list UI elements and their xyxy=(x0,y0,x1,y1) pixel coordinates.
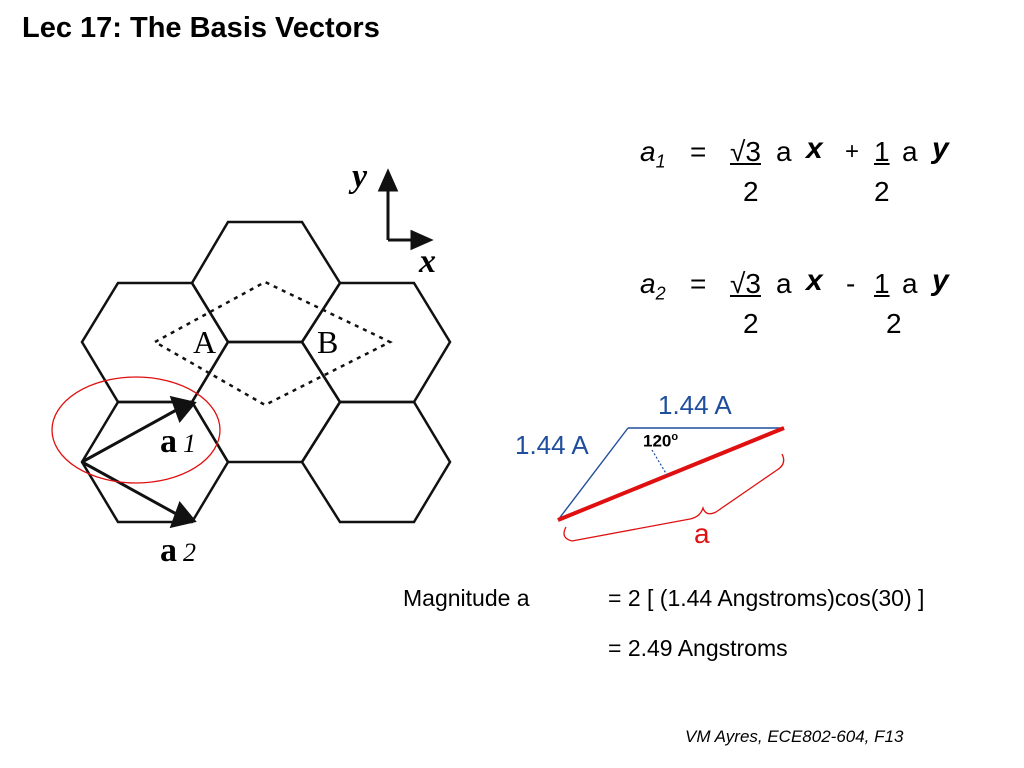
label-B: B xyxy=(317,324,339,360)
eq2-a1: a xyxy=(776,268,792,299)
basis-vectors xyxy=(81,395,197,529)
y-arrowhead xyxy=(377,168,399,192)
hexagon xyxy=(300,400,452,524)
eq1-equals: = xyxy=(690,136,707,167)
bond-triangle xyxy=(557,426,785,542)
eq2-x: x xyxy=(806,264,823,297)
page-title: Lec 17: The Basis Vectors xyxy=(22,12,380,44)
eq1-numerator-2: 1 xyxy=(874,136,890,167)
base-brace xyxy=(563,453,785,542)
y-axis-label: y xyxy=(352,158,368,195)
eq2-numerator-1: √3 xyxy=(730,268,761,299)
eq1-a2: a xyxy=(902,136,918,167)
eq2-y: y xyxy=(932,264,949,297)
eq1-denominator-1: 2 xyxy=(743,176,759,207)
eq1-lhs: a1 xyxy=(640,136,666,172)
highlight-ellipse xyxy=(51,376,221,484)
a2-arrowhead xyxy=(169,501,197,529)
left-side-length: 1.44 A xyxy=(515,430,589,460)
axes xyxy=(377,168,434,251)
eq1-denominator-2: 2 xyxy=(874,176,890,207)
hexagon xyxy=(80,400,230,524)
a1-arrowhead xyxy=(169,395,197,423)
angle-bisector-dashed xyxy=(651,449,668,476)
x-axis-label: x xyxy=(419,243,436,280)
magnitude-line-2: = 2.49 Angstroms xyxy=(608,635,788,661)
eq2-equals: = xyxy=(690,268,707,299)
eq1-y: y xyxy=(932,132,949,165)
eq2-operator: - xyxy=(846,268,856,299)
magnitude-line-1: = 2 [ (1.44 Angstroms)cos(30) ] xyxy=(608,585,925,611)
base-label-a: a xyxy=(694,518,710,549)
eq2-lhs: a2 xyxy=(640,268,666,304)
eq1-numerator-1: √3 xyxy=(730,136,761,167)
top-side-length: 1.44 A xyxy=(658,390,732,420)
eq2-numerator-2: 1 xyxy=(874,268,890,299)
eq2-denominator-1: 2 xyxy=(743,308,759,339)
label-A: A xyxy=(193,324,217,360)
eq2-a2: a xyxy=(902,268,918,299)
hexagon-grid xyxy=(80,220,452,524)
eq1-a1: a xyxy=(776,136,792,167)
triangle-left-side xyxy=(557,427,629,521)
triangle-base-a xyxy=(557,426,785,522)
magnitude-label: Magnitude a xyxy=(403,585,530,611)
unit-cell-dashed xyxy=(152,280,393,407)
eq2-denominator-2: 2 xyxy=(886,308,902,339)
angle-label: 120o xyxy=(643,431,679,451)
eq1-operator: + xyxy=(845,138,860,165)
x-arrowhead xyxy=(410,229,434,251)
footer-credit: VM Ayres, ECE802-604, F13 xyxy=(685,727,904,746)
eq1-x: x xyxy=(806,132,823,165)
